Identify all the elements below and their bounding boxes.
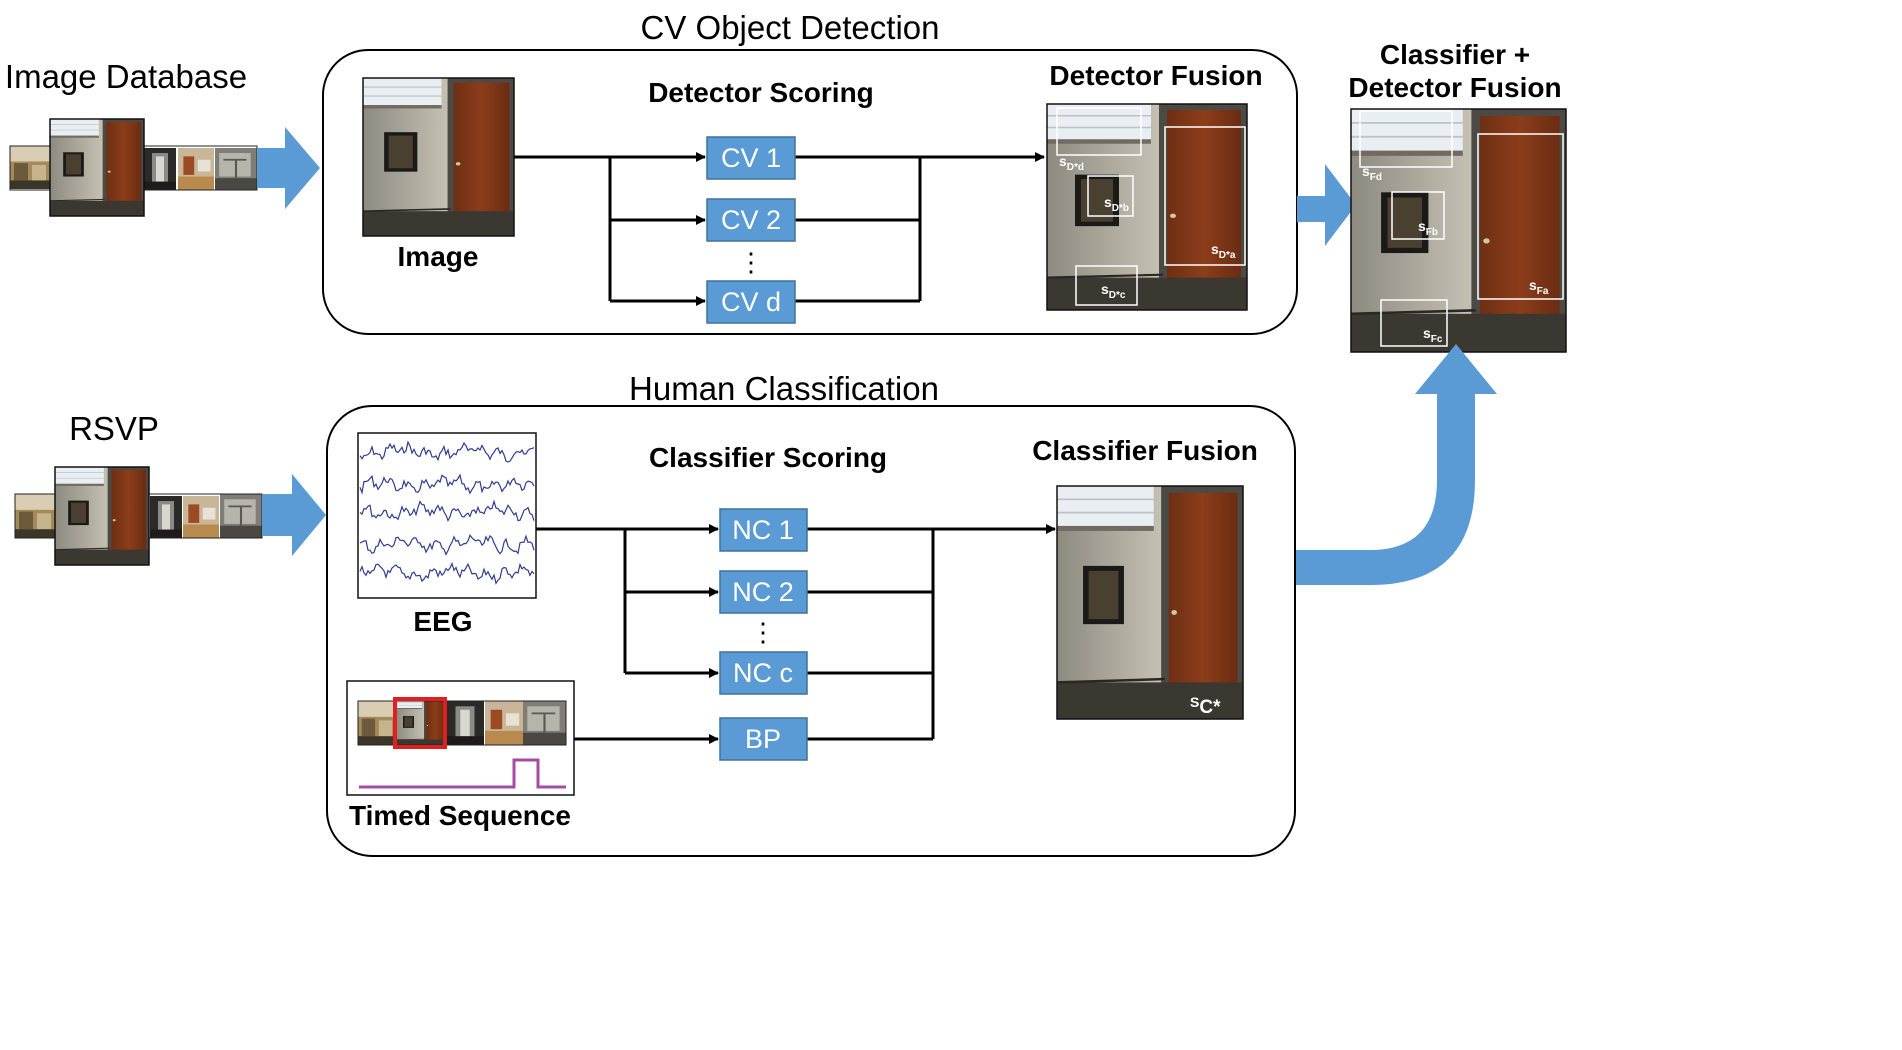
eeg-traces	[359, 440, 535, 585]
final-tag-d: sFd	[1362, 163, 1382, 183]
classifier-ellipsis: ⋮	[750, 617, 776, 647]
timing-pulse	[359, 758, 566, 789]
image-database-title: Image Database	[5, 58, 247, 95]
database-arrow	[257, 127, 320, 209]
input-image	[363, 78, 514, 236]
detector-cv1: CV 1	[706, 136, 796, 180]
classifier-nc2-label: NC 2	[732, 577, 794, 607]
classifier-to-final-arrow	[1296, 344, 1497, 585]
detector-ellipsis: ⋮	[738, 247, 764, 277]
timed-sequence-label: Timed Sequence	[349, 800, 571, 831]
final-tag-c: sFc	[1423, 325, 1443, 345]
detector-to-final-arrow	[1297, 164, 1356, 246]
image-label: Image	[398, 241, 479, 272]
detector-tag-a: sD*a	[1211, 241, 1236, 261]
rsvp-title: RSVP	[69, 410, 159, 447]
classifier-bp: BP	[719, 717, 808, 761]
final-tag-a: sFa	[1529, 277, 1549, 297]
final-title-line1: Classifier +	[1380, 39, 1530, 70]
detector-fusion-image	[1047, 104, 1247, 310]
cv-detection-panel	[322, 49, 1298, 335]
detector-cvd: CV d	[706, 280, 796, 324]
detector-cv2-label: CV 2	[721, 205, 781, 235]
detector-tag-b: sD*b	[1104, 194, 1129, 214]
classifier-ncc-label: NC c	[733, 658, 793, 688]
detector-fusion-boxes	[1056, 107, 1246, 306]
human-connectors	[536, 524, 1056, 744]
cv-section-title: CV Object Detection	[641, 9, 940, 46]
human-classification-panel	[326, 405, 1296, 857]
detector-fusion-label: Detector Fusion	[1049, 60, 1262, 91]
timed-sequence-strip	[357, 700, 567, 747]
classifier-scoring-label: Classifier Scoring	[649, 442, 887, 473]
final-fusion-boxes	[1359, 110, 1564, 347]
detector-scoring-label: Detector Scoring	[648, 77, 874, 108]
classifier-nc1: NC 1	[719, 508, 808, 552]
classifier-ncc: NC c	[719, 651, 808, 695]
detector-cv2: CV 2	[706, 198, 796, 242]
detector-cv1-label: CV 1	[721, 143, 781, 173]
detector-tag-d: sD*d	[1059, 153, 1084, 173]
classifier-nc1-label: NC 1	[732, 515, 794, 545]
classifier-nc2: NC 2	[719, 570, 808, 614]
final-fusion-image	[1351, 109, 1566, 352]
classifier-fusion-label: Classifier Fusion	[1032, 435, 1258, 466]
eeg-label: EEG	[413, 606, 472, 637]
image-database-strip	[9, 118, 258, 217]
target-highlight	[393, 697, 447, 749]
rsvp-strip	[14, 466, 263, 566]
classifier-bp-label: BP	[745, 724, 781, 754]
detector-tag-c: sD*c	[1101, 281, 1126, 301]
classifier-fusion-tag: SC*	[1190, 694, 1221, 718]
human-section-title: Human Classification	[629, 370, 939, 407]
final-tag-b: sFb	[1418, 218, 1438, 238]
detector-cvd-label: CV d	[721, 287, 781, 317]
classifier-fusion-image	[1057, 486, 1243, 719]
final-title-line2: Detector Fusion	[1348, 72, 1561, 103]
rsvp-arrow	[262, 474, 326, 556]
cv-connectors	[514, 152, 1045, 306]
